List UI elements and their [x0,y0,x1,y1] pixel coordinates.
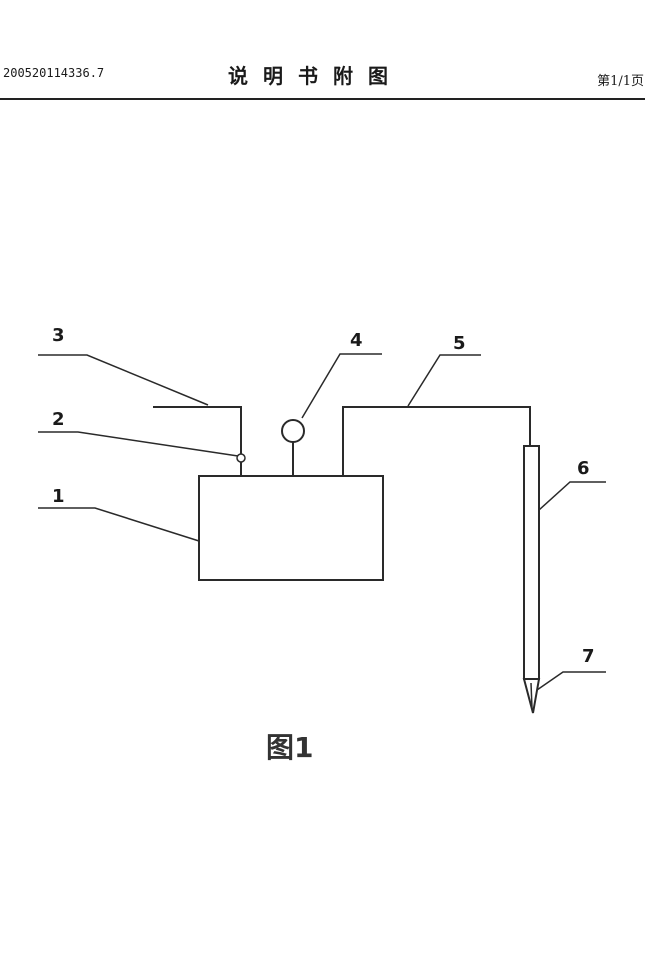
nozzle-tip [522,678,541,714]
valve-circle [236,453,246,463]
leader-6 [538,481,606,511]
hose-line [342,406,531,476]
leader-7 [536,671,606,691]
leader-5 [407,354,481,407]
application-number: 200520114336.7 [3,66,105,80]
label-6: 6 [577,458,590,479]
nozzle-line [530,682,533,709]
tube-body [523,445,540,680]
main-box [198,475,384,581]
page-number: 第1/1页 [597,74,644,89]
gauge-circle [281,419,305,443]
inlet-pipe [153,406,242,454]
figure-caption: 图1 [266,731,313,764]
label-7: 7 [582,646,595,667]
header-rule [0,98,645,100]
label-4: 4 [350,330,363,351]
label-5: 5 [453,333,466,354]
label-1: 1 [52,486,65,507]
document-title: 说明书附图 [228,64,403,88]
leader-1 [38,507,200,542]
leader-2 [38,431,239,457]
leader-3 [38,354,209,406]
label-3: 3 [52,325,65,346]
leader-4 [301,353,382,419]
label-2: 2 [52,409,65,430]
